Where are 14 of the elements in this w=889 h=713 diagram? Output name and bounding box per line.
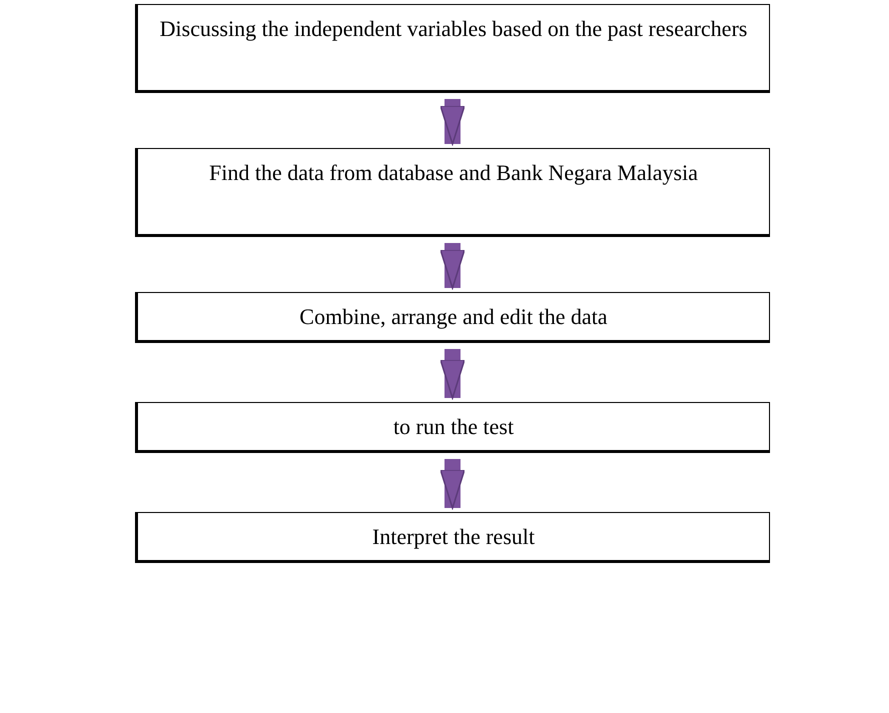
process-box <box>135 4 770 93</box>
down-arrow <box>440 459 466 509</box>
down-arrow <box>440 99 466 145</box>
process-box <box>135 512 770 563</box>
process-box <box>135 402 770 453</box>
down-arrow <box>440 349 466 399</box>
step-text: Find the data from database and Bank Negara Malaysia <box>209 159 698 187</box>
step-text: to run the test <box>393 413 514 441</box>
process-box <box>135 292 770 343</box>
step-text: Interpret the result <box>372 523 535 551</box>
down-arrow <box>440 243 466 289</box>
step-text: Discussing the independent variables based on the past researchers <box>160 15 748 43</box>
process-box <box>135 148 770 237</box>
step-text: Combine, arrange and edit the data <box>300 303 608 331</box>
